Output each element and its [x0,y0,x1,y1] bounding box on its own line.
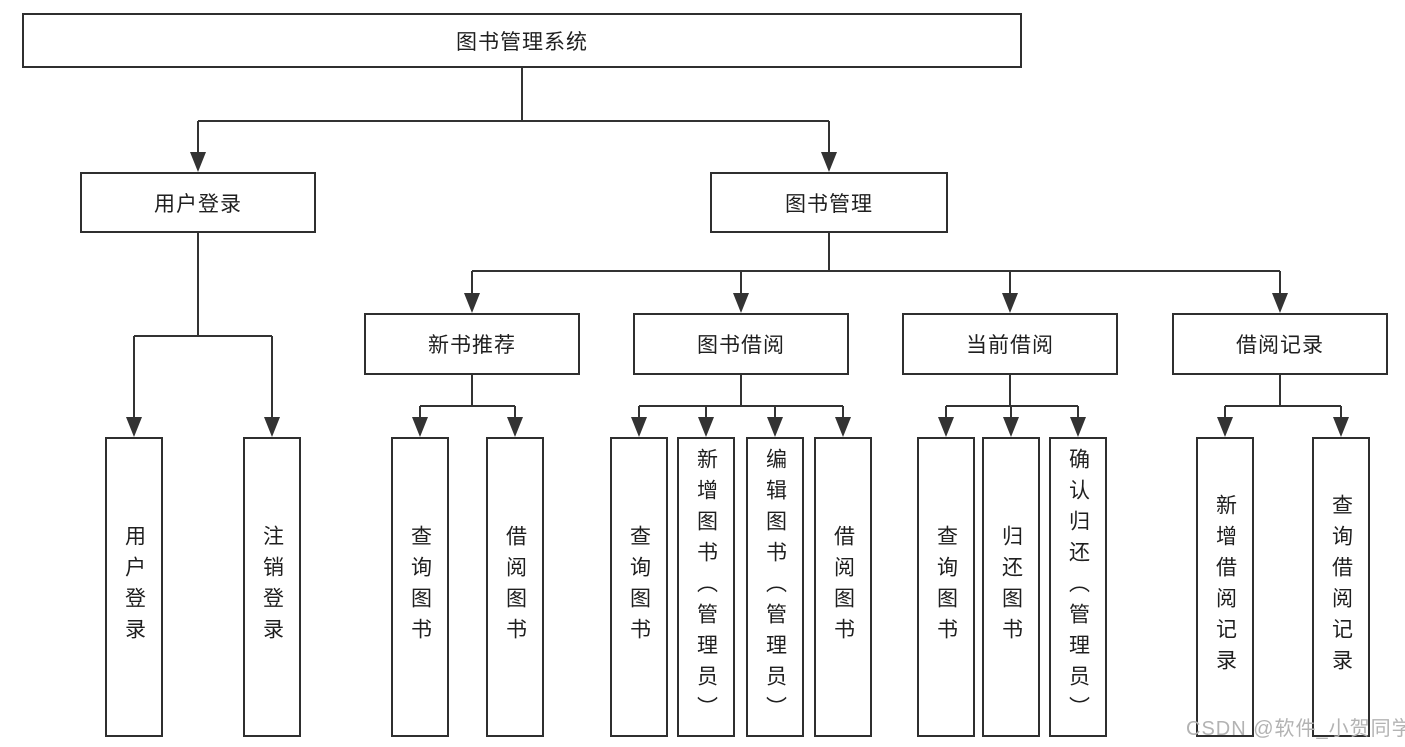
arrowhead [938,417,954,437]
arrowhead [1272,293,1288,313]
connector-current-to-leaves [938,375,1086,437]
leaf-query-books-1: 查询图书 [391,437,449,737]
node-label: 当前借阅 [966,334,1054,357]
node-borrowing-records: 借阅记录 [1172,313,1388,375]
connector-records-to-leaves [1217,375,1349,437]
node-label: 图书管理 [785,192,873,216]
node-current-borrowing: 当前借阅 [902,313,1118,375]
arrowhead [821,152,837,172]
node-label: 查询图书 [627,525,651,649]
node-label: 新书推荐 [428,334,516,357]
leaf-confirm-return-admin: 确认归还（管理员） [1049,437,1107,737]
arrowhead [190,152,206,172]
leaf-borrow-books-1: 借阅图书 [486,437,544,737]
arrowhead [1002,293,1018,313]
arrowhead [835,417,851,437]
connector-bookmgmt-to-level3 [464,233,1288,313]
node-book-management: 图书管理 [710,172,948,233]
node-label: 借阅图书 [503,525,527,649]
leaf-user-login: 用户登录 [105,437,163,737]
node-new-book-recommend: 新书推荐 [364,313,580,375]
arrowhead [464,293,480,313]
arrowhead [1217,417,1233,437]
node-label: 图书管理系统 [456,30,588,54]
leaf-query-books-2: 查询图书 [610,437,668,737]
node-label: 新增图书（管理员） [694,447,718,727]
arrowhead [733,293,749,313]
leaf-logout: 注销登录 [243,437,301,737]
leaf-add-borrow-record: 新增借阅记录 [1196,437,1254,737]
arrowhead [631,417,647,437]
csdn-watermark: CSDN @软件_小贺同学 [1186,718,1405,740]
arrowhead [264,417,280,437]
arrowhead [1070,417,1086,437]
node-label: 借阅图书 [831,525,855,649]
node-label: 查询借阅记录 [1329,494,1353,680]
node-label: 注销登录 [260,525,284,649]
leaf-edit-books-admin: 编辑图书（管理员） [746,437,804,737]
leaf-borrow-books-2: 借阅图书 [814,437,872,737]
connector-line [197,68,830,158]
arrowhead [1333,417,1349,437]
connector-line [945,375,1079,421]
node-label: 图书借阅 [697,334,785,357]
node-root-library-system: 图书管理系统 [22,13,1022,68]
connector-root-to-level2 [190,68,837,172]
node-label: 用户登录 [154,192,242,216]
node-label: 确认归还（管理员） [1066,447,1090,727]
node-label: 查询图书 [934,525,958,649]
node-label: 编辑图书（管理员） [763,447,787,727]
node-label: 新增借阅记录 [1213,494,1237,680]
connector-line [638,375,844,421]
connector-line [419,375,516,421]
node-label: 用户登录 [122,525,146,649]
arrowhead [126,417,142,437]
connector-line [133,233,273,421]
node-label: 查询图书 [408,525,432,649]
connector-line [471,233,1281,297]
connector-login-to-leaves [126,233,280,437]
connector-line [1224,375,1342,421]
arrowhead [412,417,428,437]
node-user-login: 用户登录 [80,172,316,233]
arrowhead [507,417,523,437]
arrowhead [698,417,714,437]
node-label: 借阅记录 [1236,334,1324,357]
node-label: 归还图书 [999,525,1023,649]
leaf-query-borrow-record: 查询借阅记录 [1312,437,1370,737]
leaf-query-books-3: 查询图书 [917,437,975,737]
connector-borrow-to-leaves [631,375,851,437]
arrowhead [1003,417,1019,437]
node-book-borrowing: 图书借阅 [633,313,849,375]
leaf-add-books-admin: 新增图书（管理员） [677,437,735,737]
arrowhead [767,417,783,437]
leaf-return-books: 归还图书 [982,437,1040,737]
connector-newbook-to-leaves [412,375,523,437]
